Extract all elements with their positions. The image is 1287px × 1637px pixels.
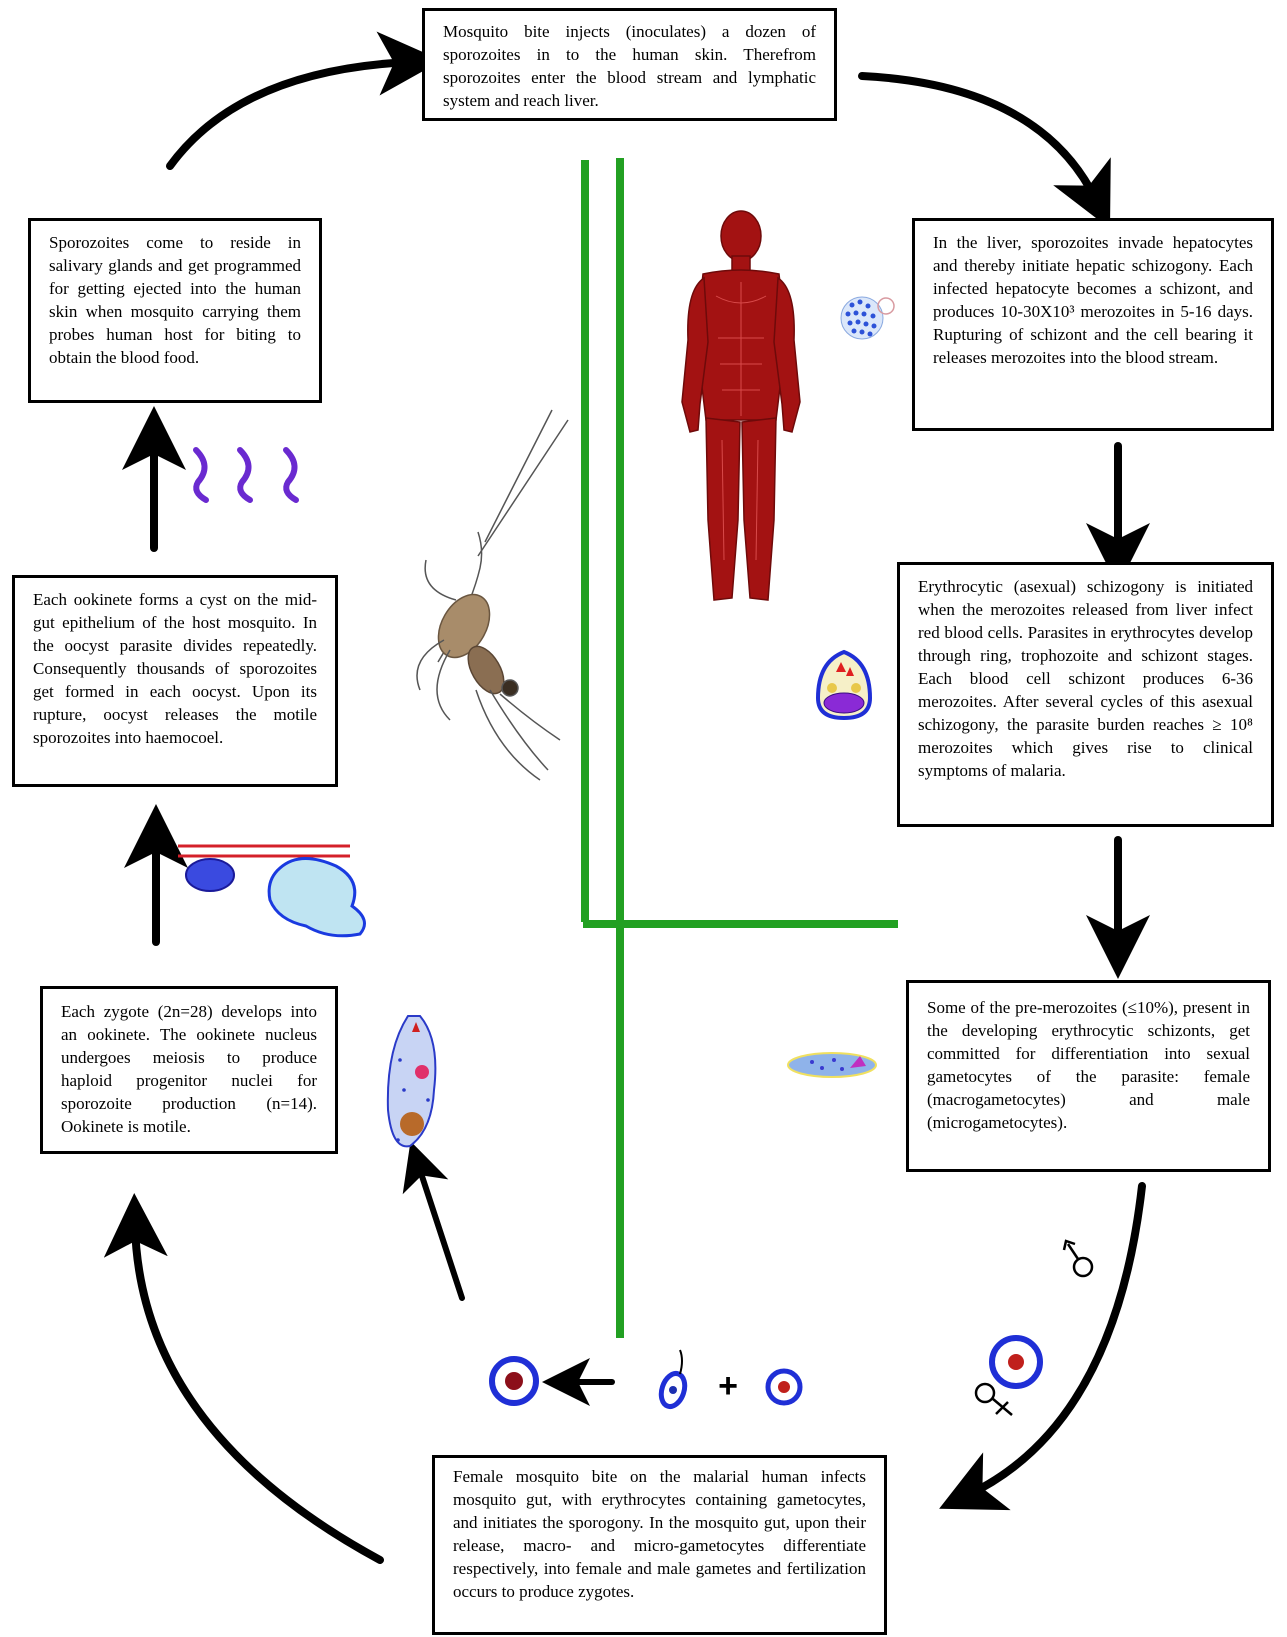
stage-mosquito-gut-text: Female mosquito bite on the malarial hum… <box>453 1465 866 1603</box>
mosquito-icon <box>417 410 568 780</box>
stage-mosquito-gut-box: Female mosquito bite on the malarial hum… <box>432 1455 887 1635</box>
erythrocyte-schizont-icon <box>818 652 870 718</box>
sporozoites-icon <box>196 450 296 500</box>
female-symbol-icon <box>976 1384 1012 1415</box>
stage-oocyst-box: Each ookinete forms a cyst on the mid-gu… <box>12 575 338 787</box>
arrow-bite-to-liver <box>862 76 1096 200</box>
oocyst-icon <box>186 859 234 891</box>
fertilization-row: + <box>492 1350 800 1410</box>
human-body-icon <box>682 211 800 600</box>
ruptured-oocyst-icon <box>269 858 364 935</box>
stage-erythrocytic-box: Erythrocytic (asexual) schizogony is ini… <box>897 562 1274 827</box>
gametocyte-icon <box>788 1053 876 1077</box>
stage-liver-text: In the liver, sporozoites invade hepatoc… <box>933 231 1253 369</box>
arrow-gametocytes-to-gut <box>968 1186 1142 1495</box>
stage-salivary-box: Sporozoites come to reside in salivary g… <box>28 218 322 403</box>
male-symbol-icon <box>1064 1241 1092 1276</box>
stage-ookinete-box: Each zygote (2n=28) develops into an ook… <box>40 986 338 1154</box>
stage-gametocytes-box: Some of the pre-merozoites (≤10%), prese… <box>906 980 1271 1172</box>
stage-bite-box: Mosquito bite injects (inoculates) a doz… <box>422 8 837 121</box>
arrow-salivary-to-bite <box>170 62 410 166</box>
stage-ookinete-text: Each zygote (2n=28) develops into an ook… <box>61 1000 317 1138</box>
stage-liver-box: In the liver, sporozoites invade hepatoc… <box>912 218 1274 431</box>
hepatic-schizont-icon <box>841 297 894 339</box>
oocyst-gut-wall-icon <box>178 846 365 936</box>
arrow-zygote-to-ookinete <box>418 1164 462 1298</box>
plus-sign: + <box>718 1367 738 1405</box>
stage-bite-text: Mosquito bite injects (inoculates) a doz… <box>443 20 816 112</box>
stage-oocyst-text: Each ookinete forms a cyst on the mid-gu… <box>33 588 317 749</box>
stage-salivary-text: Sporozoites come to reside in salivary g… <box>49 231 301 369</box>
arrow-gut-to-ookinete <box>135 1225 380 1560</box>
male-gamete-icon <box>657 1350 688 1410</box>
stage-erythrocytic-text: Erythrocytic (asexual) schizogony is ini… <box>918 575 1253 782</box>
ookinete-icon <box>388 1016 436 1146</box>
stage-gametocytes-text: Some of the pre-merozoites (≤10%), prese… <box>927 996 1250 1134</box>
